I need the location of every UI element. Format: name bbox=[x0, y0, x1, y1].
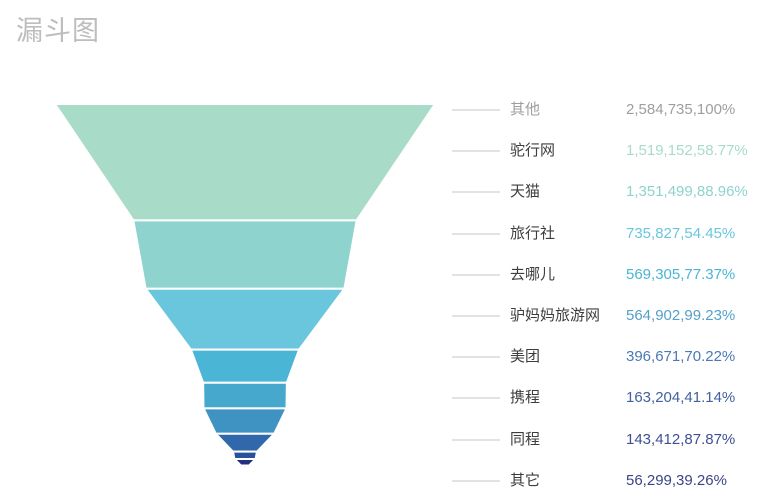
funnel-segment[interactable] bbox=[201, 407, 289, 435]
funnel-segment[interactable] bbox=[189, 348, 301, 384]
funnel-segment[interactable] bbox=[213, 432, 277, 453]
funnel-segment[interactable] bbox=[143, 287, 347, 351]
funnel-segment[interactable] bbox=[231, 450, 259, 461]
funnel-segment[interactable] bbox=[132, 219, 358, 290]
page-title: 漏斗图 bbox=[16, 16, 100, 46]
funnel-segment[interactable] bbox=[53, 103, 437, 222]
funnel-segment[interactable] bbox=[202, 381, 288, 410]
funnel-segment-group bbox=[53, 103, 437, 470]
funnel-segment[interactable] bbox=[237, 464, 253, 470]
